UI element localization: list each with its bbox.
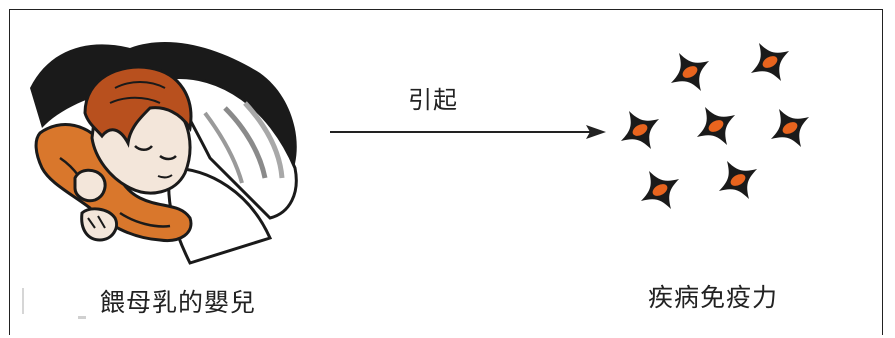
- immune-cell-1: [659, 41, 721, 103]
- blanket-lower: [167, 166, 273, 265]
- blanket-shadow-1: [223, 106, 268, 179]
- hair-strand-1: [114, 81, 166, 89]
- immune-cells-illustration: [609, 31, 821, 221]
- eye-right: [159, 154, 177, 161]
- nursing-baby-illustration: [30, 42, 298, 265]
- eye-left: [134, 145, 153, 151]
- hair-strand-2: [109, 96, 161, 104]
- immune-cell-4: [685, 95, 747, 157]
- immune-cell-7: [707, 149, 769, 211]
- mouth: [157, 174, 173, 179]
- baby-caption: 餵母乳的嬰兒: [100, 288, 257, 317]
- scan-artifact: [22, 288, 24, 314]
- finger-lines: [87, 215, 106, 229]
- hand-lower: [80, 207, 118, 242]
- blanket-shadow-2: [243, 101, 285, 179]
- immune-cell-2: [739, 31, 801, 93]
- hand-upper: [73, 168, 107, 203]
- shirt-fold-2: [119, 211, 171, 228]
- immune-cell-6: [629, 159, 691, 221]
- immune-cell-5: [759, 97, 821, 159]
- blanket-shadow-3: [203, 111, 244, 184]
- mother-shadow-shape: [30, 42, 297, 179]
- immune-cell-3: [609, 99, 671, 161]
- arrow-label: 引起: [408, 86, 458, 114]
- immunity-caption: 疾病免疫力: [648, 283, 779, 312]
- arrow-right-icon: [330, 125, 606, 139]
- hair-shape: [83, 65, 193, 148]
- scan-artifact-dot: [78, 316, 86, 319]
